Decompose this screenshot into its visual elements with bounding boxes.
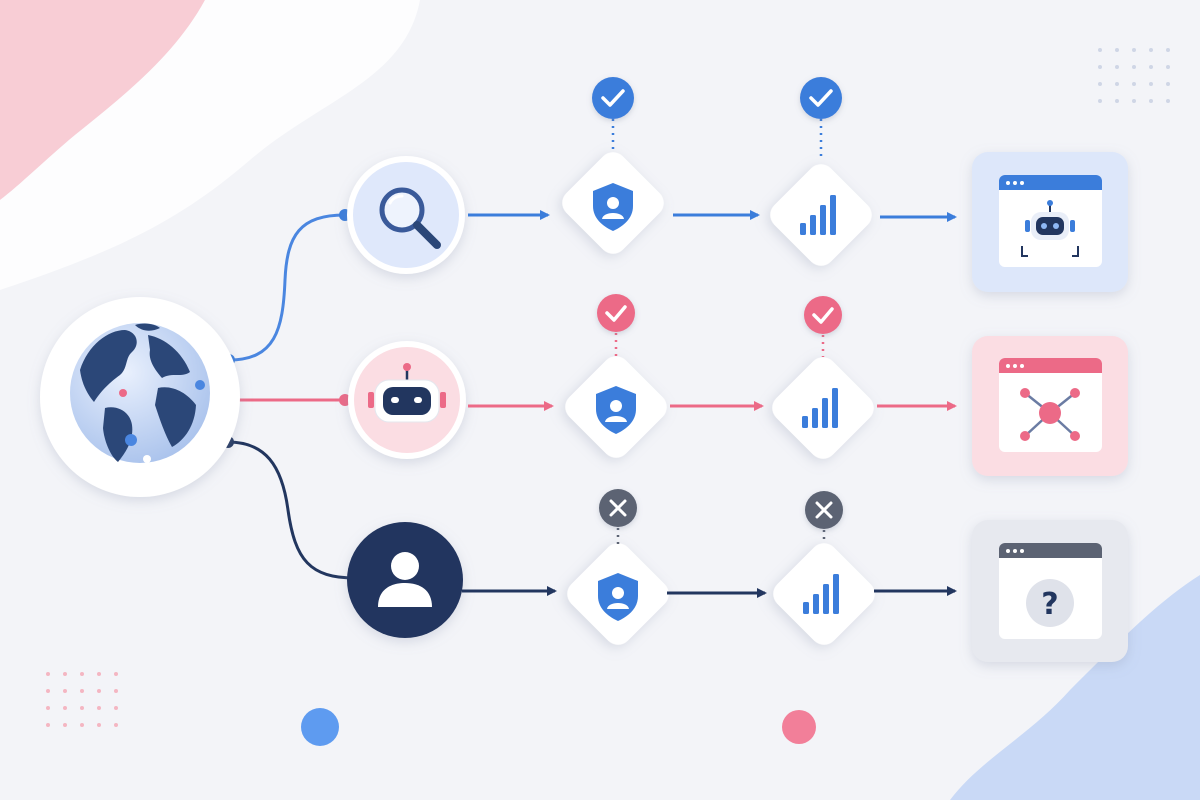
status-approved-search-1 [592, 77, 634, 119]
user-icon [378, 552, 432, 607]
destination-human[interactable]: ? [972, 520, 1128, 662]
status-rejected-human-2 [805, 491, 843, 529]
status-approved-bot-2 [804, 296, 842, 334]
magnifier-icon [379, 187, 441, 249]
checkpoint-human-1[interactable] [561, 537, 674, 650]
destination-bot[interactable] [972, 336, 1128, 476]
origin-node-search[interactable] [347, 156, 465, 274]
check-icon [809, 89, 833, 107]
x-icon [815, 501, 833, 519]
shield-user-icon [593, 183, 633, 231]
browser-network-icon [999, 358, 1102, 452]
browser-robot-icon [999, 175, 1102, 267]
bar-chart-icon [800, 195, 836, 235]
check-icon [605, 305, 627, 322]
source-connectors [227, 213, 356, 580]
origin-node-bot[interactable] [348, 341, 466, 459]
browser-question-icon: ? [999, 543, 1102, 639]
status-rejected-human-1 [599, 489, 637, 527]
bar-chart-icon [803, 574, 839, 614]
globe-icon [70, 323, 210, 463]
flow-row-search [347, 77, 1128, 292]
origin-node-human[interactable] [347, 522, 463, 638]
globe-node [40, 297, 240, 497]
check-icon [812, 307, 834, 324]
decor-blue-ball [301, 708, 339, 746]
decor-pink-ball [782, 710, 816, 744]
checkpoint-human-2[interactable] [767, 537, 880, 650]
robot-icon [368, 363, 446, 423]
flow-row-bot [348, 294, 1128, 476]
shield-user-icon [596, 386, 636, 434]
status-approved-search-2 [800, 77, 842, 119]
status-approved-bot-1 [597, 294, 635, 332]
shield-user-icon [598, 573, 638, 621]
x-icon [609, 499, 627, 517]
check-icon [601, 89, 625, 107]
bar-chart-icon [802, 388, 838, 428]
question-glyph: ? [1041, 587, 1058, 622]
flow-row-human: ? [347, 489, 1128, 662]
checkpoint-search-2[interactable] [764, 158, 877, 271]
checkpoint-bot-2[interactable] [766, 351, 879, 464]
checkpoint-bot-1[interactable] [559, 350, 672, 463]
checkpoint-search-1[interactable] [556, 146, 669, 259]
destination-search[interactable] [972, 152, 1128, 292]
